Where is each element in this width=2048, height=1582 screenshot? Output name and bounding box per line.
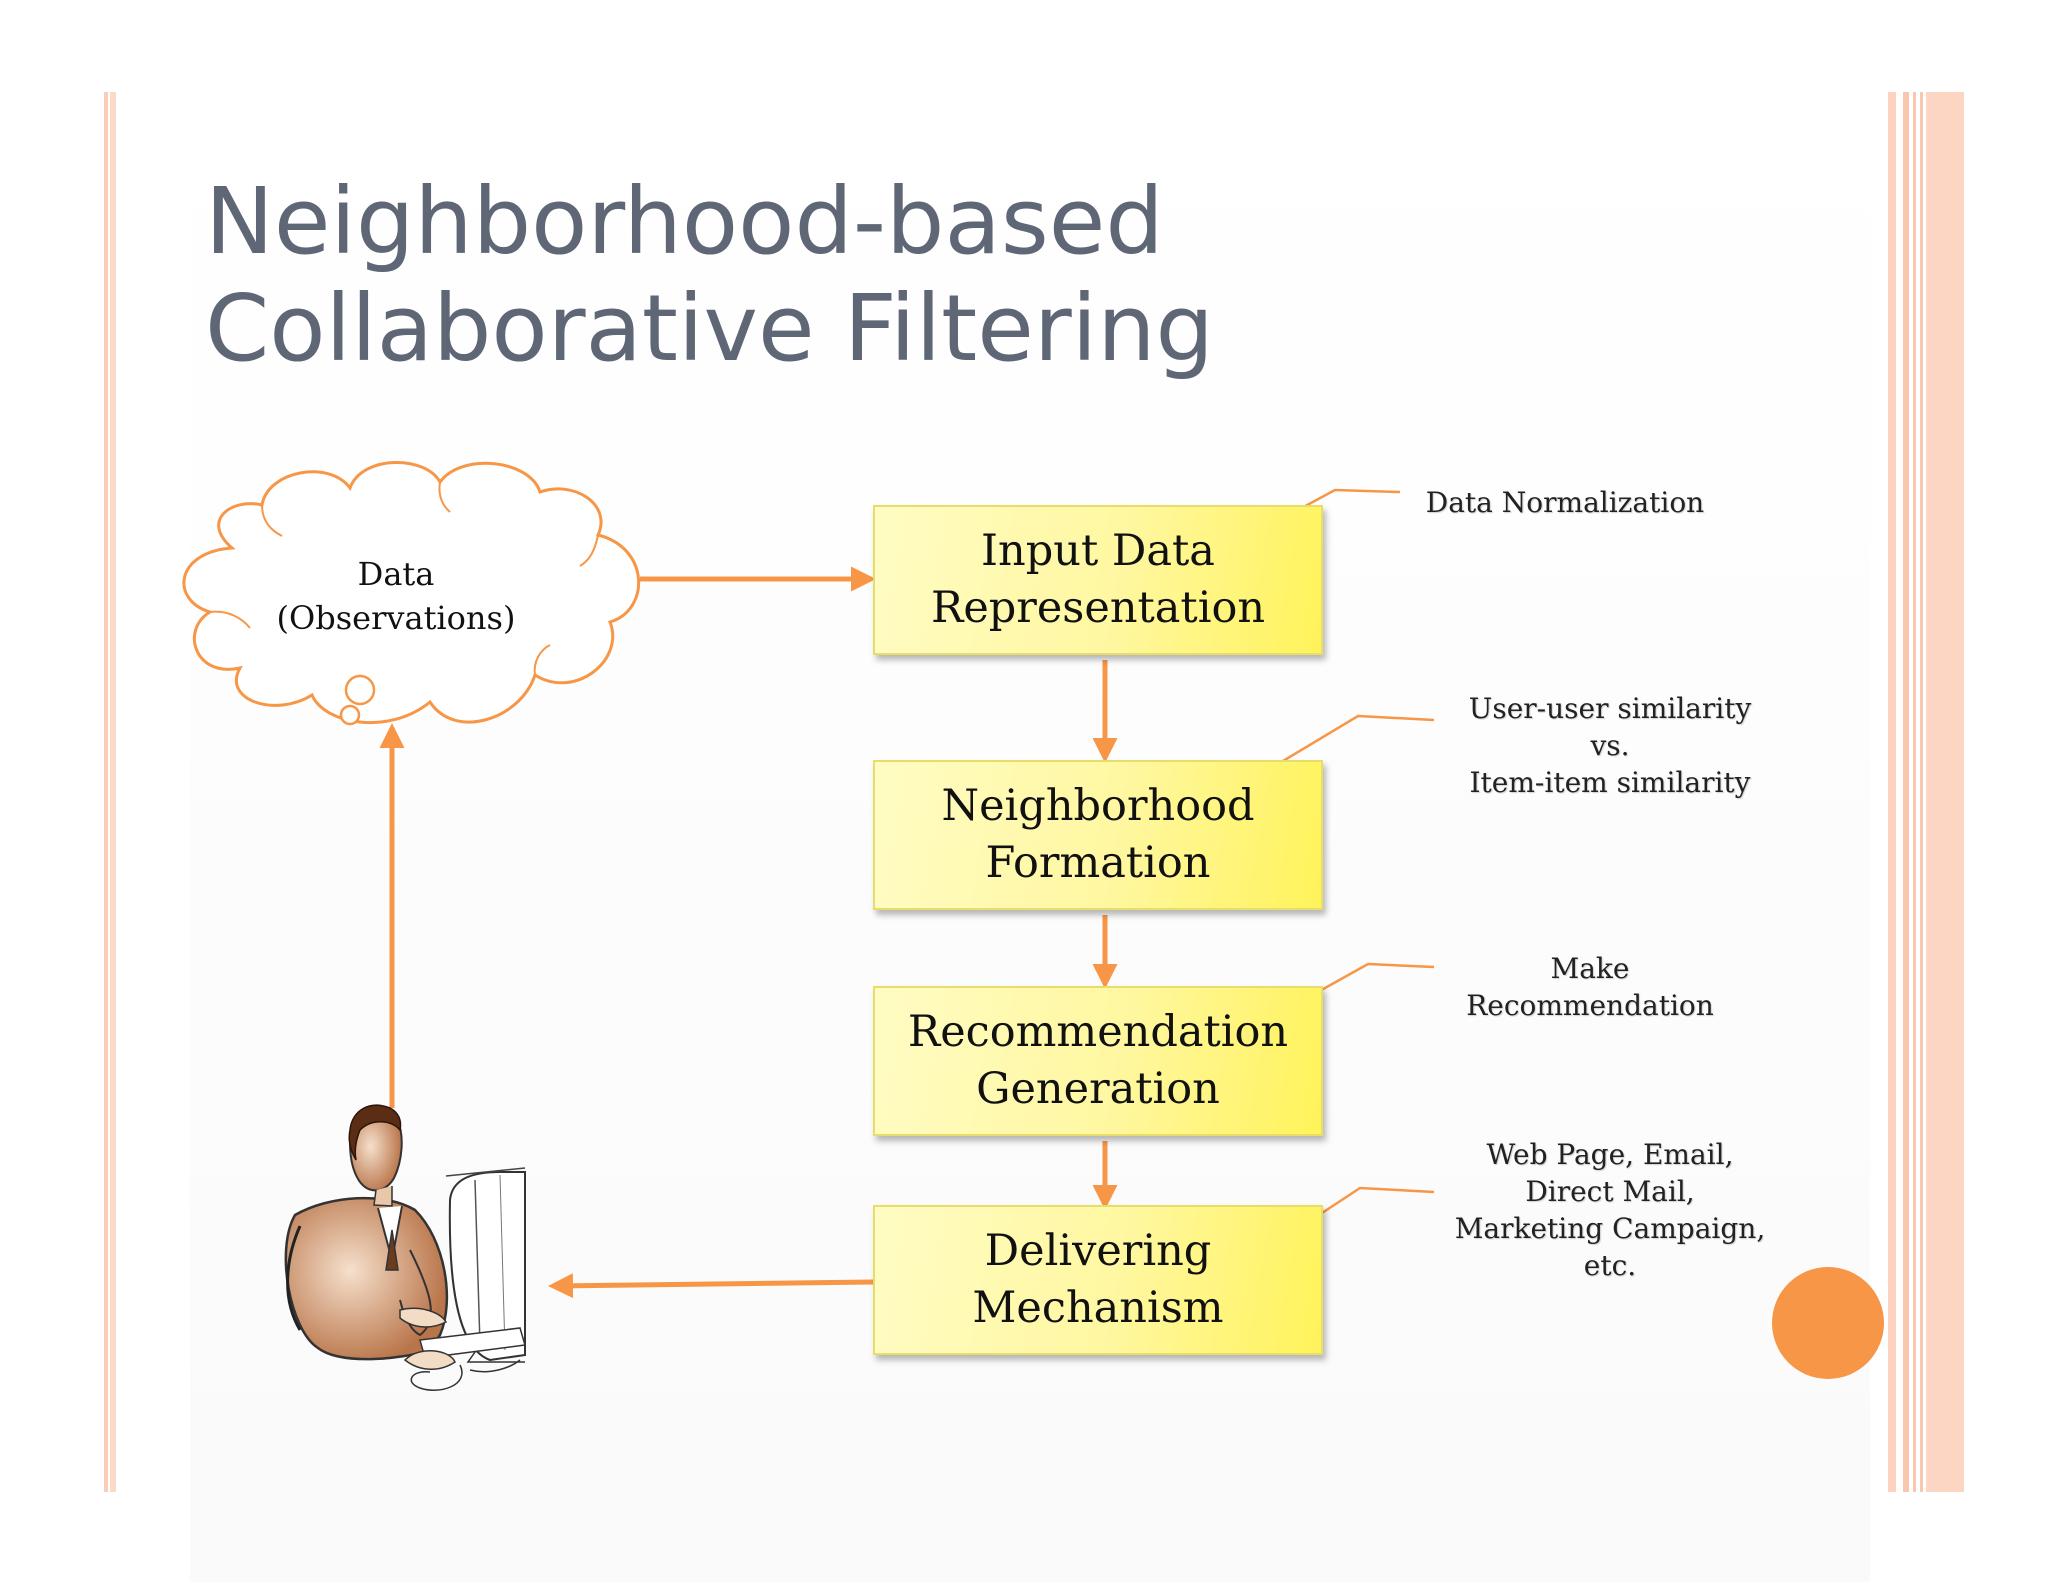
person-at-computer-icon bbox=[284, 1104, 526, 1391]
box-label-line-2: Mechanism bbox=[972, 1283, 1224, 1333]
box-label-line-1: Delivering bbox=[984, 1226, 1212, 1276]
slide-title: Neighborhood-based Collaborative Filteri… bbox=[205, 168, 1214, 382]
cloud-inner-curl bbox=[533, 644, 551, 676]
cloud-label: Data (Observations) bbox=[250, 552, 542, 640]
box-recommendation-generation: Recommendation Generation bbox=[873, 986, 1323, 1136]
right-border-stripe bbox=[1920, 92, 1923, 1492]
cloud-inner-curl bbox=[209, 610, 251, 629]
box-label-line-2: Representation bbox=[930, 583, 1266, 633]
right-border-stripe bbox=[1888, 92, 1896, 1492]
slide-title-line-2: Collaborative Filtering bbox=[205, 275, 1214, 382]
box-delivering-mechanism: Delivering Mechanism bbox=[873, 1205, 1323, 1355]
annotation-line: User-user similarity bbox=[1468, 692, 1752, 725]
box-label-line-1: Neighborhood bbox=[941, 781, 1255, 831]
right-border-stripe bbox=[1903, 92, 1909, 1492]
corner-orange-circle bbox=[1772, 1267, 1884, 1379]
cloud-inner-curl bbox=[261, 504, 283, 537]
box-label-line-1: Input Data bbox=[981, 526, 1215, 576]
cloud-thought-bubble bbox=[344, 674, 376, 706]
cloud-label-line-1: Data bbox=[357, 555, 435, 593]
box-label-line-1: Recommendation bbox=[907, 1007, 1289, 1057]
box-label-line-2: Formation bbox=[985, 838, 1211, 888]
annotation-line: Recommendation bbox=[1466, 989, 1714, 1022]
cloud-inner-curl bbox=[579, 534, 599, 567]
box-input-data-representation: Input Data Representation bbox=[873, 505, 1323, 655]
left-border-stripe bbox=[110, 92, 116, 1492]
annotation-line: Item-item similarity bbox=[1469, 766, 1751, 799]
box-label-line-2: Generation bbox=[976, 1064, 1220, 1114]
annotation-line: Data Normalization bbox=[1425, 486, 1705, 519]
annotation-data-normalization: Data Normalization bbox=[1400, 484, 1730, 521]
annotation-line: etc. bbox=[1583, 1249, 1637, 1282]
slide-title-line-1: Neighborhood-based bbox=[205, 168, 1164, 275]
annotation-delivery-channels: Web Page, Email, Direct Mail, Marketing … bbox=[1435, 1136, 1785, 1284]
cloud-label-line-2: (Observations) bbox=[276, 599, 516, 637]
cloud-inner-curl bbox=[438, 481, 451, 513]
annotation-line: Web Page, Email, bbox=[1486, 1138, 1734, 1171]
cloud-thought-bubble bbox=[339, 704, 361, 726]
data-cloud bbox=[182, 461, 641, 726]
annotation-line: vs. bbox=[1590, 729, 1630, 762]
annotation-make-recommendation: Make Recommendation bbox=[1435, 950, 1745, 1024]
left-border-stripe bbox=[104, 92, 108, 1492]
right-border-stripe bbox=[1913, 92, 1916, 1492]
arrow-delivering-to-user bbox=[548, 1273, 874, 1299]
annotation-similarity: User-user similarity vs. Item-item simil… bbox=[1435, 690, 1785, 801]
annotation-line: Make bbox=[1550, 952, 1630, 985]
annotation-line: Direct Mail, bbox=[1525, 1175, 1695, 1208]
right-border-stripe bbox=[1926, 92, 1964, 1492]
box-neighborhood-formation: Neighborhood Formation bbox=[873, 760, 1323, 910]
annotation-line: Marketing Campaign, bbox=[1454, 1212, 1766, 1245]
cloud-outline bbox=[182, 461, 641, 724]
